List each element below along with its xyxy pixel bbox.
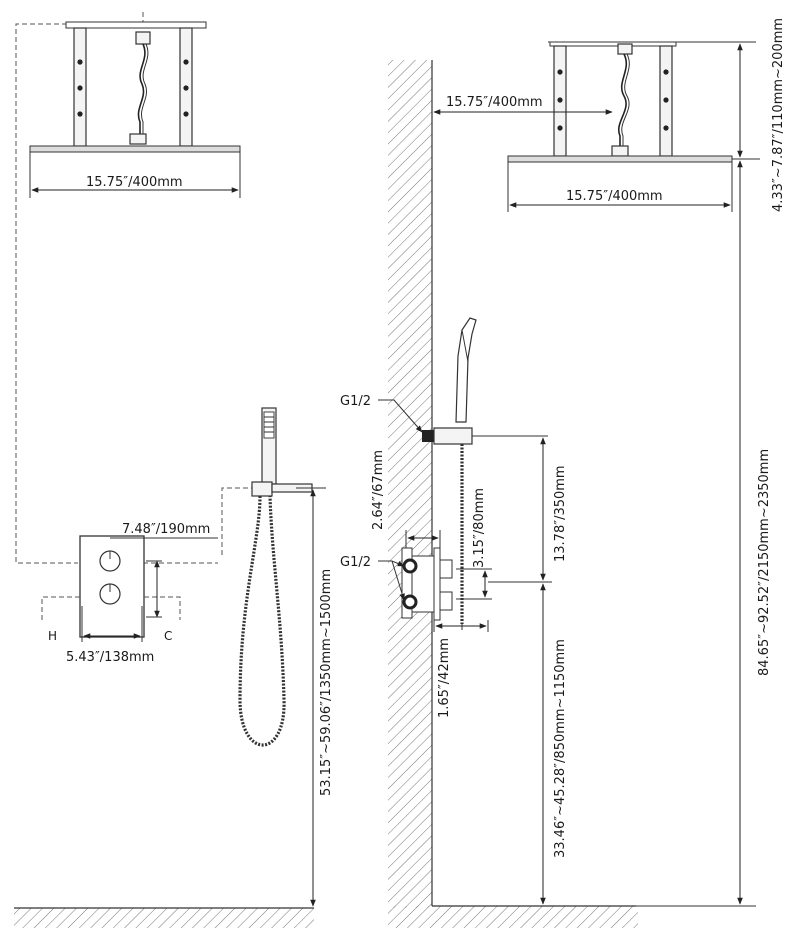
right-arm-length-label: 15.75″/400mm <box>446 95 543 110</box>
valve-height-label: 53.15″~59.06″/1350mm~1500mm <box>319 569 334 796</box>
hand-shower-front <box>261 407 277 485</box>
concealed-pipe-dashed <box>15 12 144 564</box>
left-support-post-2 <box>179 27 193 147</box>
valve-spacing-label: 5.43″/138mm <box>66 650 154 665</box>
total-height-label: 84.65″~92.52″/2150mm~2350mm <box>757 449 772 676</box>
right-support-post-1 <box>553 45 567 157</box>
inlet-spacing-label: 3.15″/80mm <box>472 488 487 568</box>
hand-shower-side <box>455 317 477 423</box>
outlet-to-valve-label: 13.78″/350mm <box>553 465 568 562</box>
left-floor-hatch <box>14 908 314 928</box>
g-lower-leader-2 <box>391 560 405 601</box>
holder-outlet-side <box>422 427 548 445</box>
right-head-width-label: 15.75″/400mm <box>566 189 663 204</box>
hand-outlet-dashed <box>221 487 252 555</box>
valve-depth-label: 1.65″/42mm <box>437 638 452 718</box>
g-lower-label: G1/2 <box>340 555 371 570</box>
valve-plate-front <box>79 535 145 638</box>
left-support-post-1 <box>73 27 87 147</box>
right-support-post-2 <box>659 45 673 157</box>
left-ceiling-plate <box>65 21 207 29</box>
hand-hose-front <box>238 495 286 747</box>
left-shower-head <box>29 145 241 153</box>
ceiling-drop-label: 4.33″~7.87″/110mm~200mm <box>771 18 786 212</box>
valve-side-assembly <box>401 547 453 621</box>
front-view: 15.75″/400mm H C 7.48″/190mm 5.43″/138mm <box>14 12 334 928</box>
valve-floor-height-label: 33.46″~45.28″/850mm~1150mm <box>553 639 568 858</box>
g-upper-leader <box>378 399 423 433</box>
hot-label: H <box>48 629 57 643</box>
valve-width-label: 7.48″/190mm <box>122 522 210 537</box>
side-view: 15.75″/400mm 15.75″/400mm 4.33″~7.87″/11… <box>340 18 786 928</box>
cold-label: C <box>164 629 172 643</box>
holder-outlet-front <box>251 481 313 497</box>
hot-inlet-dashed <box>41 596 80 620</box>
wall-outlet-depth-label: 2.64″/67mm <box>371 450 386 530</box>
g-upper-label: G1/2 <box>340 394 371 409</box>
right-flexible-hose <box>611 43 633 157</box>
right-ceiling-plate <box>549 41 677 47</box>
right-shower-head <box>507 155 733 163</box>
right-floor-hatch <box>388 906 638 928</box>
left-flexible-hose <box>129 31 151 145</box>
wall-hatch <box>388 60 432 908</box>
left-head-width-label: 15.75″/400mm <box>86 175 183 190</box>
